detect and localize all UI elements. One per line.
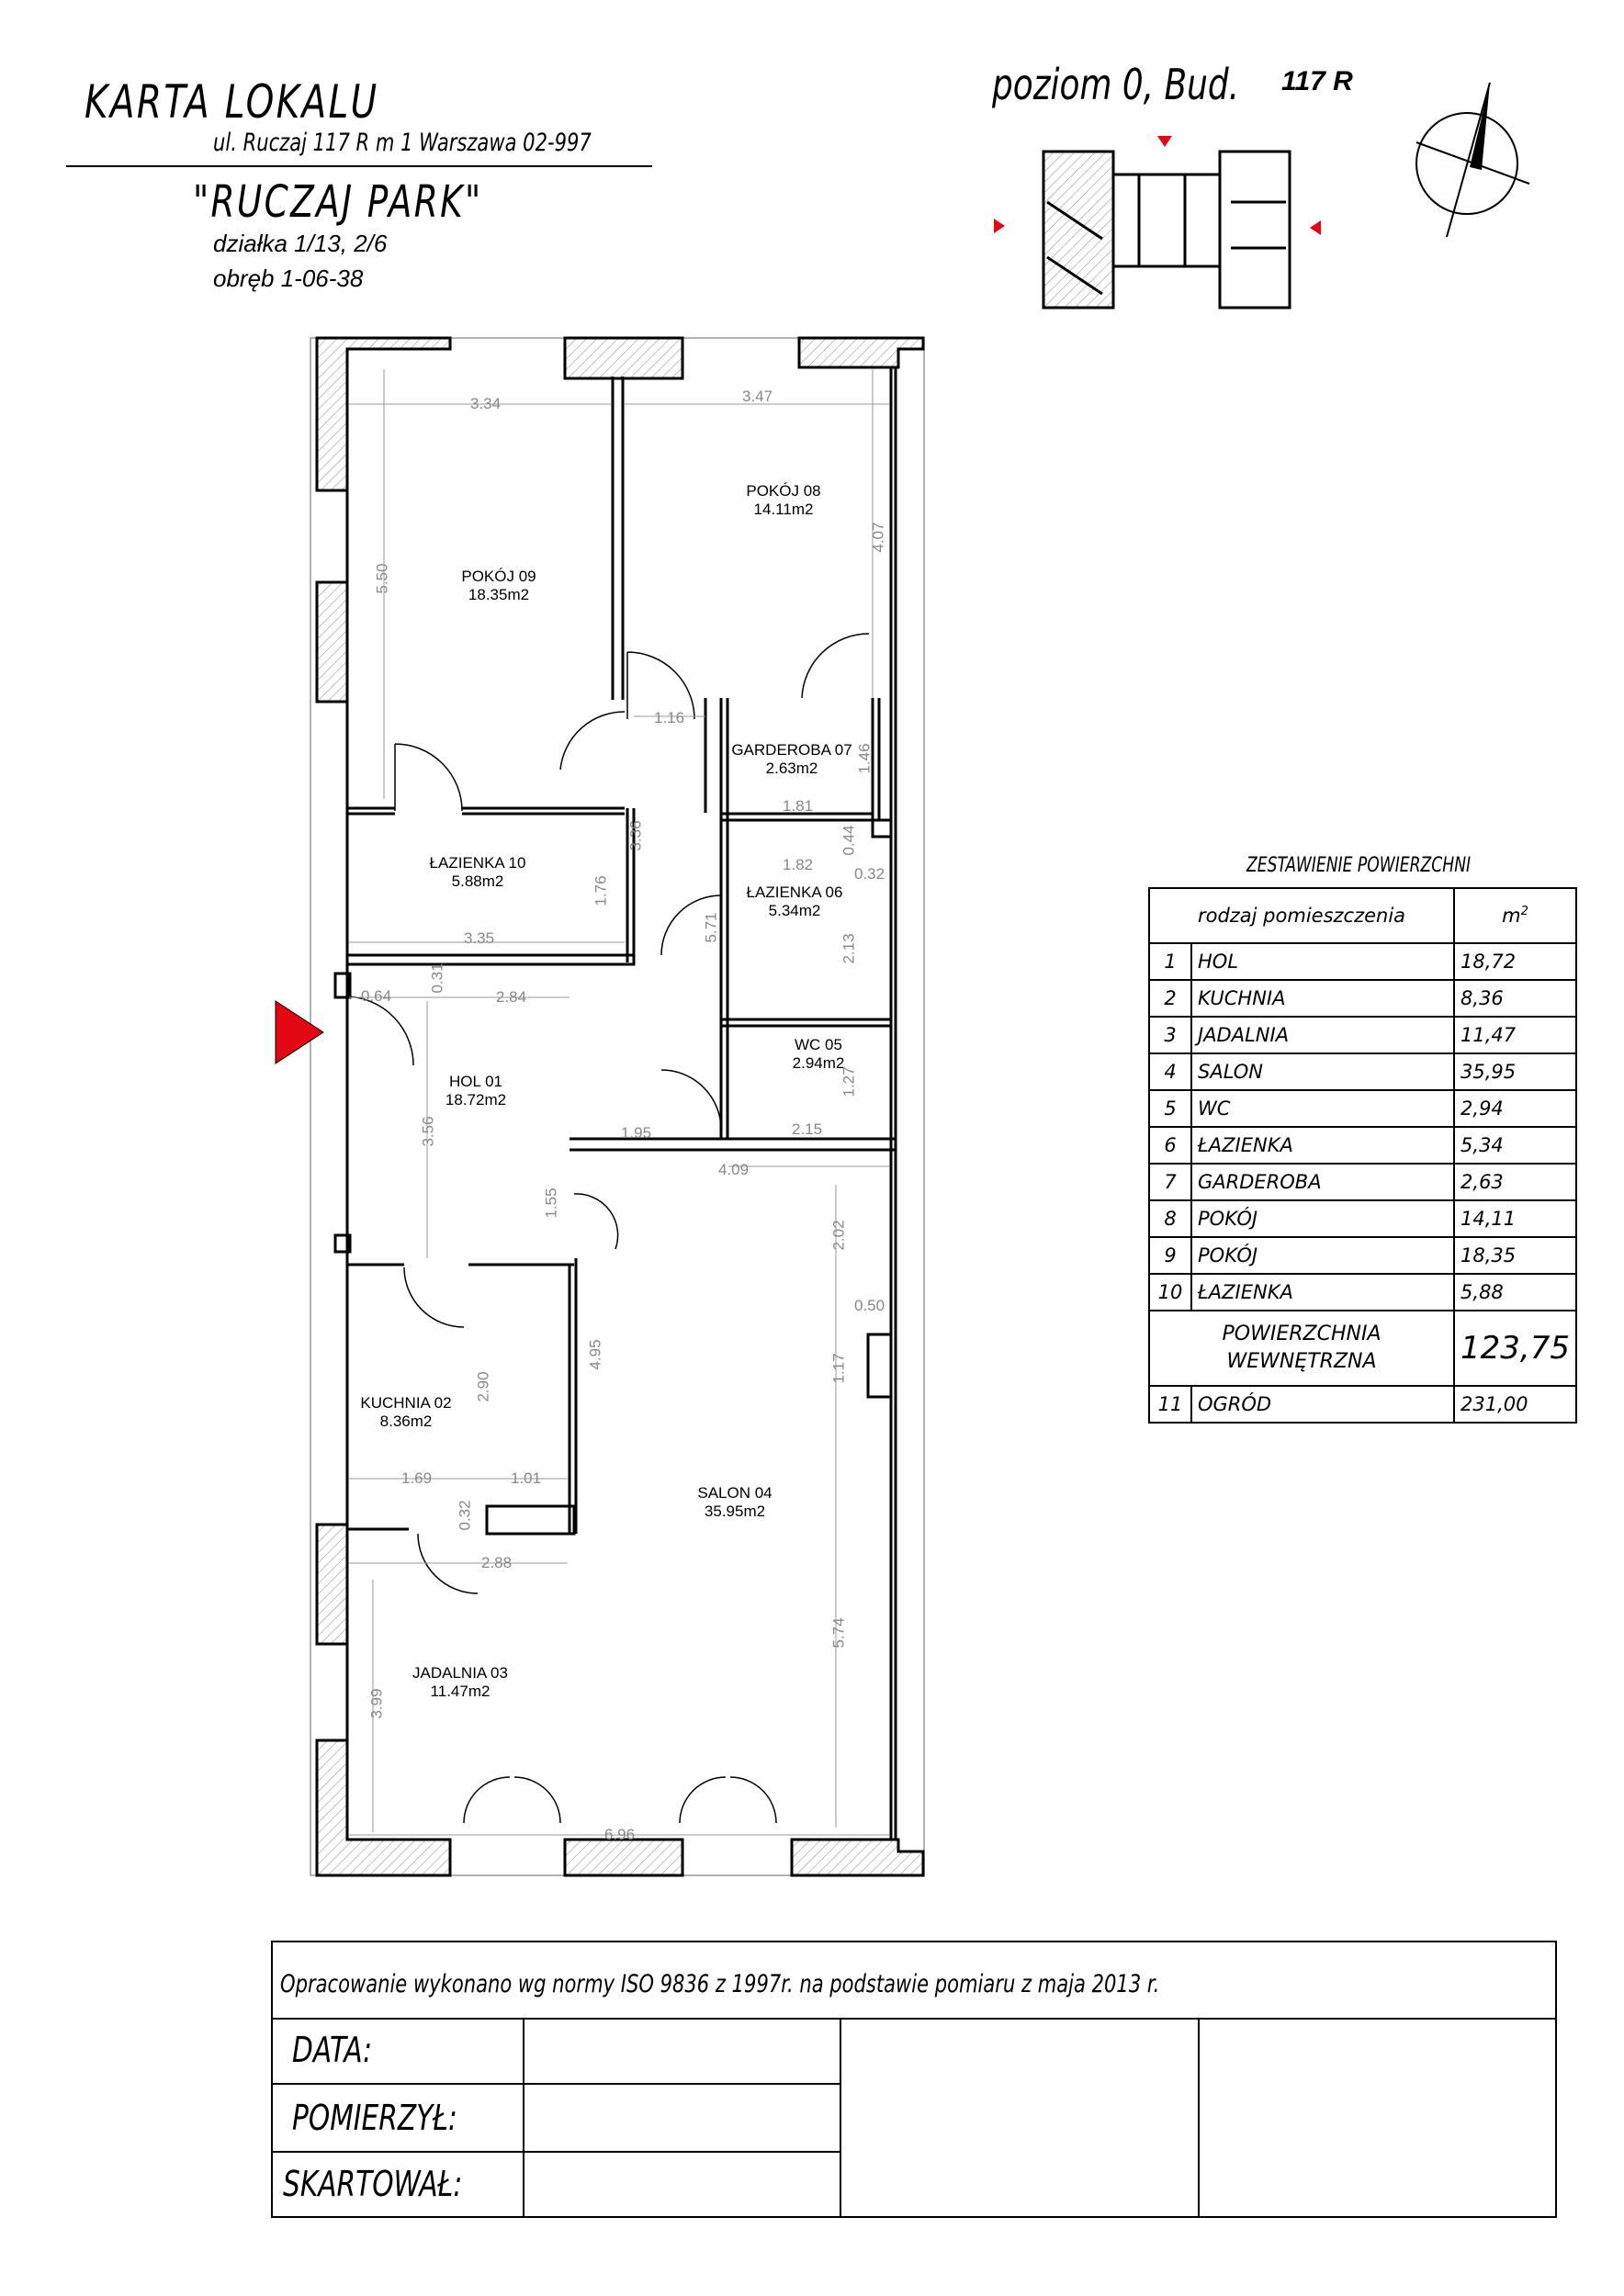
building-number: 117 R [1281, 66, 1353, 96]
dim-label: 1.81 [783, 797, 814, 815]
dim-label: 2.84 [496, 988, 527, 1006]
dim-label: 3.56 [419, 1116, 437, 1147]
door-swings [346, 633, 870, 1824]
dim-label: 3.36 [626, 820, 645, 851]
mapped-by-label: SKARTOWAŁ: [283, 2164, 463, 2204]
dim-label: 2.15 [792, 1120, 823, 1138]
level-label: poziom 0, Bud. [992, 60, 1240, 109]
dim-label: 3.34 [470, 395, 502, 412]
table-header-row: rodzaj pomieszczenia m2 [1147, 887, 1577, 944]
dim-label: 6.96 [604, 1826, 636, 1843]
dim-label: 0.32 [854, 865, 885, 883]
dim-label: 1.82 [783, 856, 814, 873]
col-header-type: rodzaj pomieszczenia [1147, 887, 1456, 944]
dim-label: 0.50 [854, 1297, 885, 1314]
dimension-lines [349, 369, 889, 1836]
dim-label: 0.64 [361, 987, 392, 1005]
estate-name: "RUCZAJ PARK" [193, 176, 483, 228]
dim-label: 1.27 [840, 1066, 858, 1097]
dim-label: 5.74 [829, 1617, 848, 1649]
dim-label: 0.32 [456, 1500, 474, 1531]
dim-label: 2.13 [840, 933, 858, 964]
mapped-by-field[interactable] [525, 2155, 838, 2213]
dim-label: 0.44 [840, 825, 858, 856]
precinct: obręb 1-06-38 [213, 264, 364, 292]
dim-label: 3.35 [464, 929, 495, 947]
dim-label: 5.50 [373, 563, 391, 594]
approval-block [271, 1941, 1557, 2218]
dim-label: 1.17 [829, 1353, 848, 1384]
dim-label: 1.76 [592, 875, 610, 906]
interior-walls [333, 367, 897, 1840]
summary-title: ZESTAWIENIE POWIERZCHNI [1246, 854, 1472, 877]
plot-number: działka 1/13, 2/6 [213, 230, 388, 257]
dim-label: 3.99 [367, 1688, 386, 1719]
dim-label: 2.90 [474, 1371, 492, 1402]
dim-label: 1.46 [855, 743, 874, 774]
key-plan [994, 136, 1321, 310]
header-divider [66, 165, 652, 167]
standard-note: Opracowanie wykonano wg normy ISO 9836 z… [280, 1970, 1160, 1998]
date-field[interactable] [525, 2020, 838, 2076]
measured-by-label: POMIERZYŁ: [292, 2098, 457, 2138]
page-title: KARTA LOKALU [85, 75, 379, 129]
north-arrow-icon [1415, 82, 1530, 238]
dim-label: 4.09 [718, 1161, 750, 1178]
dim-label: 1.55 [542, 1187, 560, 1219]
dim-label: 0.31 [428, 962, 446, 994]
dim-label: 1.69 [401, 1469, 433, 1487]
dim-label: 4.07 [869, 522, 887, 553]
dim-label: 2.02 [829, 1220, 848, 1251]
total-value: 123,75 [1453, 1310, 1577, 1387]
entrance-arrow-icon [275, 1000, 324, 1064]
measured-by-field[interactable] [525, 2087, 838, 2144]
dim-label: 3.47 [742, 388, 773, 405]
dim-label: 4.95 [586, 1339, 604, 1370]
approval-grid [271, 2018, 1557, 2218]
dim-label: 1.01 [511, 1469, 542, 1487]
dim-label: 2.88 [481, 1554, 513, 1571]
address: ul. Ruczaj 117 R m 1 Warszawa 02-997 [213, 129, 592, 157]
dim-label: 1.16 [654, 709, 685, 726]
dim-label: 5.71 [702, 912, 720, 943]
dim-label: 1.95 [621, 1124, 652, 1142]
col-header-unit: m2 [1453, 887, 1577, 944]
date-label: DATA: [292, 2030, 373, 2070]
